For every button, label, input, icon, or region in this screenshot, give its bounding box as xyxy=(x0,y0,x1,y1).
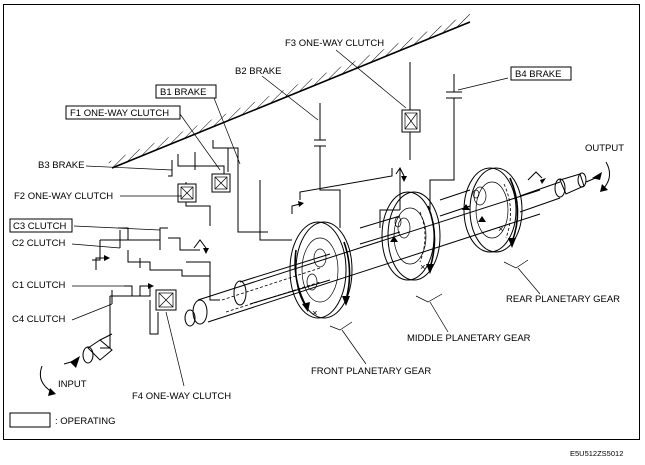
svg-text:×: × xyxy=(312,308,318,319)
label-box-b1 xyxy=(155,84,217,99)
leader-lines xyxy=(71,49,541,387)
label-rear-planetary-gear: REAR PLANETARY GEAR xyxy=(506,294,620,305)
label-f2-one-way-clutch: F2 ONE-WAY CLUTCH xyxy=(14,191,113,202)
front-planetary-gear: × xyxy=(289,221,353,319)
label-c4-clutch: C4 CLUTCH xyxy=(12,314,65,325)
label-b3-brake: B3 BRAKE xyxy=(38,160,84,171)
output-shaft xyxy=(519,172,587,213)
legend-text: : OPERATING xyxy=(55,416,116,427)
transmission-housing xyxy=(108,14,471,169)
label-front-planetary-gear: FRONT PLANETARY GEAR xyxy=(311,366,431,377)
label-f4-one-way-clutch: F4 ONE-WAY CLUTCH xyxy=(132,391,231,402)
label-box-c3 xyxy=(9,218,73,233)
legend: : OPERATING xyxy=(9,412,116,428)
clutch-packs xyxy=(92,227,220,349)
housing-linkages xyxy=(168,62,462,241)
flow-arrows xyxy=(39,161,610,396)
rear-planetary-gear: × xyxy=(439,167,523,253)
label-b1-brake: B1 BRAKE xyxy=(160,87,206,98)
svg-text:×: × xyxy=(498,224,504,235)
labels: F3 ONE-WAY CLUTCH B2 BRAKE B4 BRAKE B1 B… xyxy=(9,38,624,402)
label-box-f1 xyxy=(65,105,181,120)
diagram-frame xyxy=(3,4,640,440)
label-c2-clutch: C2 CLUTCH xyxy=(12,238,65,249)
svg-text:×: × xyxy=(420,262,426,273)
label-output: OUTPUT xyxy=(585,143,624,154)
label-b2-brake: B2 BRAKE xyxy=(235,66,281,77)
label-f3-one-way-clutch: F3 ONE-WAY CLUTCH xyxy=(285,38,384,49)
label-c3-clutch: C3 CLUTCH xyxy=(13,221,66,232)
legend-swatch xyxy=(9,412,51,428)
label-f1-one-way-clutch: F1 ONE-WAY CLUTCH xyxy=(70,108,169,119)
input-shaft xyxy=(82,333,113,364)
label-box-b4 xyxy=(510,66,572,81)
label-c1-clutch: C1 CLUTCH xyxy=(12,280,65,291)
label-middle-planetary-gear: MIDDLE PLANETARY GEAR xyxy=(407,333,531,344)
label-input: INPUT xyxy=(58,379,87,390)
figure-code: E5U512ZS5012 xyxy=(570,449,623,458)
one-way-clutch-boxes xyxy=(155,109,421,311)
label-b4-brake: B4 BRAKE xyxy=(515,69,561,80)
